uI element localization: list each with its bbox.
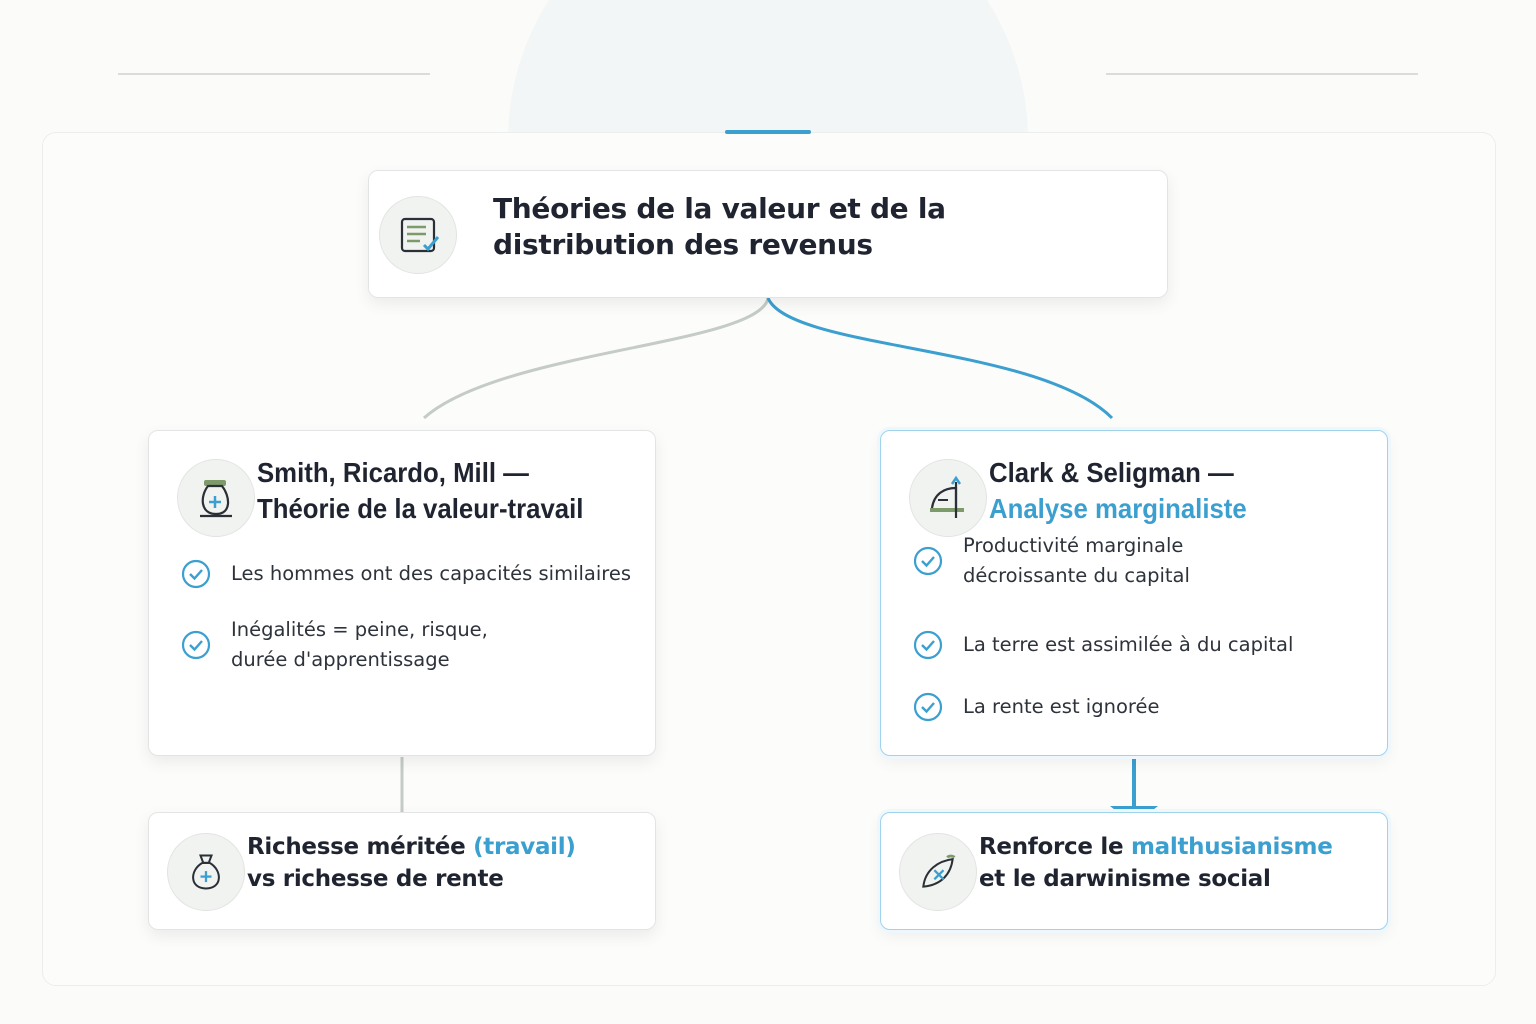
list-item: La terre est assimilée à du capital (913, 630, 1293, 660)
leaf-text-before: Renforce le (979, 834, 1131, 860)
leaf-text-after: et le darwinisme social (979, 866, 1271, 892)
list-item: La rente est ignorée (913, 692, 1159, 722)
item-text: Inégalités = peine, risque, durée d'appr… (231, 618, 488, 671)
check-circle-icon (913, 692, 943, 722)
check-circle-icon (913, 630, 943, 660)
left-leaf-card[interactable]: Richesse méritée (travail) vs richesse d… (148, 812, 656, 930)
item-text: Productivité marginale décroissante du c… (963, 534, 1190, 587)
right-branch-title-highlight: Analyse marginaliste (989, 493, 1247, 524)
check-circle-icon (181, 630, 211, 660)
check-circle-icon (913, 546, 943, 576)
document-check-icon (379, 196, 457, 274)
right-branch-title-line1: Clark & Seligman — (989, 457, 1234, 488)
list-item: Inégalités = peine, risque, durée d'appr… (181, 615, 488, 675)
root-title: Théories de la valeur et de la distribut… (493, 192, 946, 261)
item-text: La terre est assimilée à du capital (963, 633, 1294, 656)
right-leaf-card[interactable]: Renforce le malthusianisme et le darwini… (880, 812, 1388, 930)
leaf-text-before: Richesse méritée (247, 834, 474, 860)
check-circle-icon (181, 559, 211, 589)
money-bag-plus-icon (167, 833, 245, 911)
list-item: Les hommes ont des capacités similaires (181, 559, 631, 589)
top-divider-right (1106, 73, 1418, 75)
chart-growth-icon (909, 459, 987, 537)
connector-root-left (423, 297, 770, 420)
leaf-icon (899, 833, 977, 911)
right-branch-title: Clark & Seligman — Analyse marginaliste (989, 455, 1357, 527)
leaf-highlight: malthusianisme (1130, 834, 1333, 860)
item-text: La rente est ignorée (963, 695, 1160, 718)
root-card[interactable]: Théories de la valeur et de la distribut… (368, 170, 1168, 298)
left-branch-title: Smith, Ricardo, Mill — Théorie de la val… (257, 457, 584, 524)
accent-bar (725, 130, 811, 134)
item-text: Les hommes ont des capacités similaires (231, 562, 632, 585)
connector-root-right (766, 297, 1114, 420)
leaf-text-after: vs richesse de rente (247, 866, 504, 892)
left-leaf-text: Richesse méritée (travail) vs richesse d… (247, 831, 647, 895)
money-bag-icon (177, 459, 255, 537)
list-item: Productivité marginale décroissante du c… (913, 531, 1190, 591)
top-divider-left (118, 73, 430, 75)
right-branch-card[interactable]: Clark & Seligman — Analyse marginaliste … (880, 430, 1388, 756)
leaf-highlight: (travail) (473, 834, 576, 860)
right-leaf-text: Renforce le malthusianisme et le darwini… (979, 831, 1379, 895)
left-branch-card[interactable]: Smith, Ricardo, Mill — Théorie de la val… (148, 430, 656, 756)
